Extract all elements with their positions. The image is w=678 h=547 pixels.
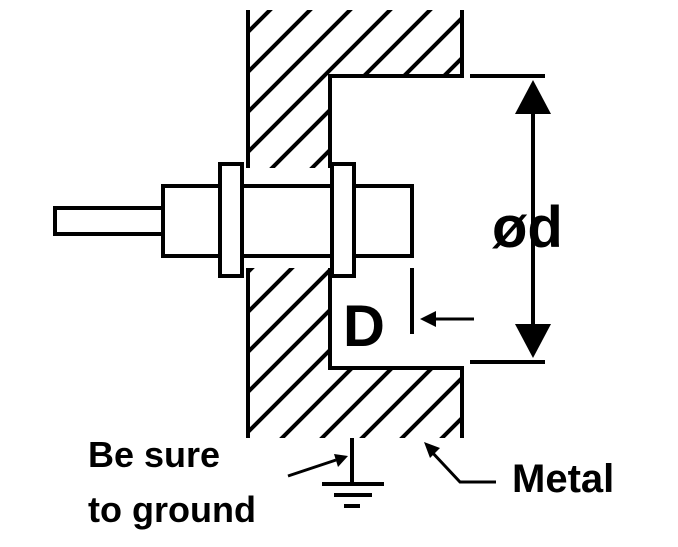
- diameter-arrow-down: [515, 324, 551, 358]
- metal-leader: [424, 442, 496, 484]
- mounting-nut-right: [330, 162, 356, 278]
- sensor-rear-body: [161, 184, 225, 258]
- diameter-label: ød: [492, 195, 563, 260]
- mounting-nut-left: [218, 162, 244, 278]
- metal-label: Metal: [512, 457, 614, 501]
- ground-leader: [287, 454, 348, 478]
- ground-note-line2: to ground: [88, 489, 256, 530]
- sensor-threaded-body: [218, 184, 414, 258]
- ground-symbol: [322, 438, 384, 508]
- distance-label: D: [343, 294, 385, 359]
- sensor-cable: [53, 206, 169, 236]
- diameter-arrow-up: [515, 80, 551, 114]
- diameter-dimension: [470, 74, 545, 364]
- ground-note-line1: Be sure: [88, 434, 220, 475]
- distance-arrow: [420, 311, 474, 327]
- metal-wall-outline: [246, 10, 464, 438]
- metal-wall-upper: [248, 10, 462, 168]
- metal-wall-lower: [248, 268, 462, 438]
